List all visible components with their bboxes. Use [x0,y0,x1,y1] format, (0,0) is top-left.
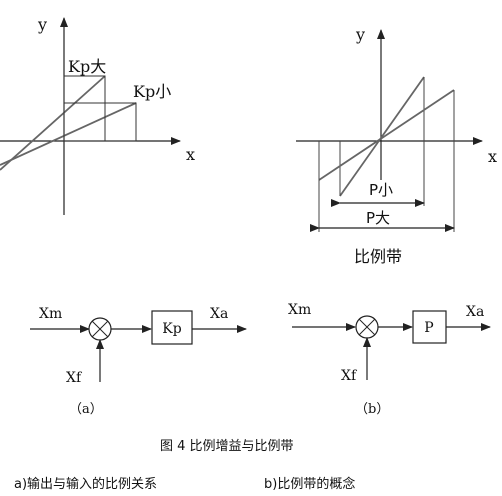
left-graph: y x Kp大 Kp小 [0,15,195,215]
p-small-label: P小 [369,181,393,199]
kp-big-line [0,75,106,171]
left-summing-junction [88,317,112,341]
left-block-diagram: Xm Xf Kp Xa （a） [30,306,247,417]
subcaption-b: b)比例带的概念 [264,476,355,492]
right-x-label: x [488,147,497,166]
left-output-label: Xa [210,306,228,322]
left-feedback-label: Xf [66,370,83,386]
right-y-label: y [355,25,365,44]
kp-small-line [0,102,137,166]
right-block-diagram: Xm Xf P Xa （b） [288,302,491,417]
kp-small-label: Kp小 [133,82,171,101]
right-feedback-label: Xf [341,368,358,384]
kp-big-box [63,75,106,142]
left-input-label: Xm [39,306,62,322]
p-small-line [339,76,425,197]
p-big-label: P大 [366,209,390,227]
p-block-label: P [424,320,433,336]
left-diagram-tag: （a） [69,402,103,417]
p-block [412,310,447,344]
right-diagram-tag: （b） [355,402,389,417]
left-y-label: y [37,15,47,34]
kp-block-label: Kp [162,321,181,337]
subcaption-a: a)输出与输入的比例关系 [14,476,157,492]
kp-small-box [63,102,137,142]
p-big-line [318,89,455,181]
right-summing-junction [355,315,379,339]
right-input-label: Xm [288,302,311,318]
kp-block [151,310,193,345]
figure-caption: 图 4 比例增益与比例带 [160,439,294,454]
kp-big-label: Kp大 [68,57,106,76]
left-x-label: x [186,145,195,164]
right-graph: y x P小 P大 比例带 [296,25,497,266]
right-output-label: Xa [466,304,484,320]
proportional-band-title: 比例带 [354,247,402,266]
